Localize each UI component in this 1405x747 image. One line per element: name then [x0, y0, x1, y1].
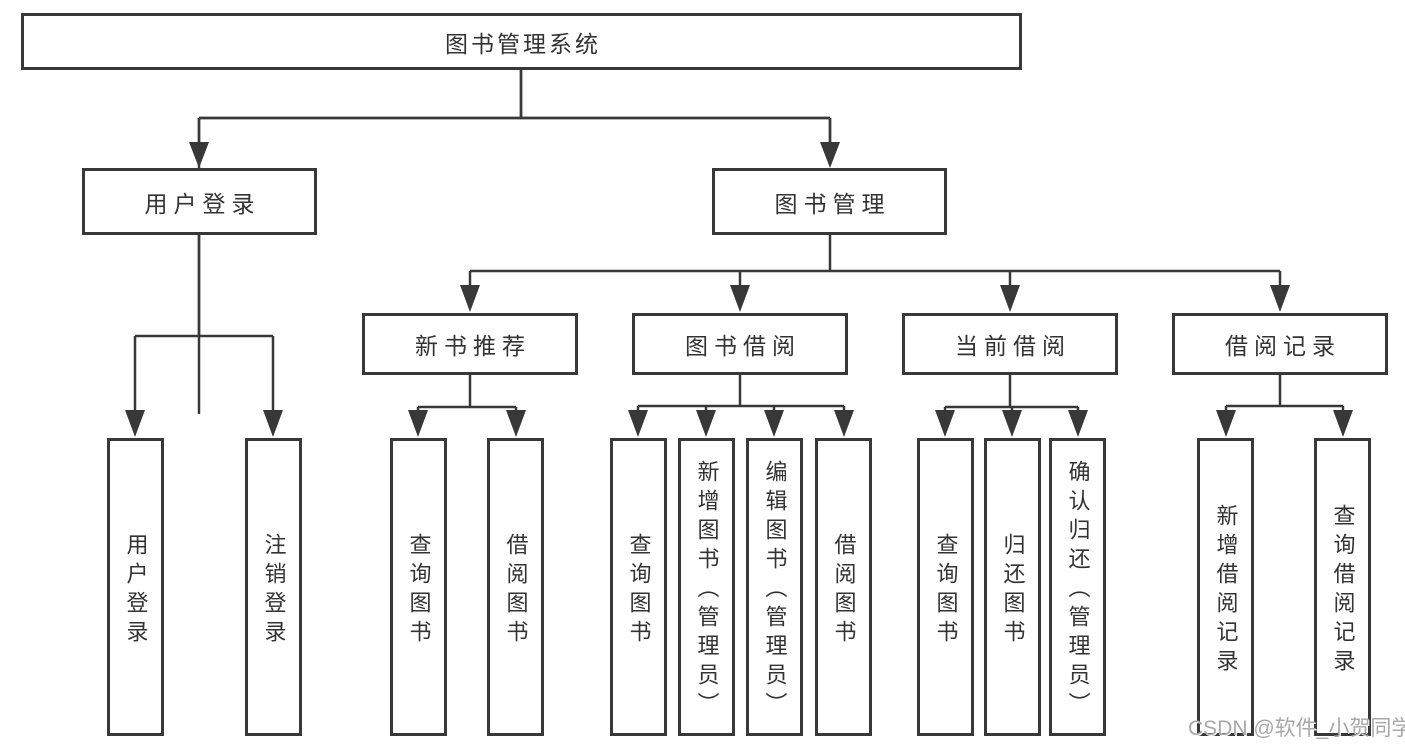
leaf-add-borrow-record: 新增借阅记录	[1197, 438, 1254, 736]
connector-current-borrowing-to-leaves	[935, 375, 1088, 437]
node-label: 图书管理系统	[445, 30, 601, 57]
leaf-logout: 注销登录	[245, 438, 302, 736]
node-new-books: 新书推荐	[362, 313, 578, 375]
leaf-label: 查询借阅记录	[1330, 503, 1356, 678]
connector-book-borrowing-to-leaves	[628, 375, 854, 437]
leaf-query-borrow-record: 查询借阅记录	[1314, 438, 1371, 736]
arrowhead-icon	[1002, 410, 1022, 437]
leaf-query-books-current: 查询图书	[917, 438, 974, 736]
connector-root-to-level2	[189, 70, 840, 414]
leaf-label: 用户登录	[123, 532, 149, 649]
arrowhead-icon	[820, 142, 840, 168]
leaf-label: 借阅图书	[503, 532, 529, 649]
leaf-label: 借阅图书	[831, 532, 857, 649]
arrowhead-icon	[189, 142, 209, 168]
leaf-label: 查询图书	[933, 532, 959, 649]
arrowhead-icon	[263, 410, 283, 437]
leaf-query-books-borrowing: 查询图书	[610, 438, 667, 736]
node-book-management: 图书管理	[712, 168, 947, 235]
leaf-label: 注销登录	[261, 532, 287, 649]
leaf-label: 归还图书	[1000, 532, 1026, 649]
connector-borrowing-records-to-leaves	[1216, 375, 1353, 437]
node-label: 借阅记录	[1225, 333, 1341, 359]
node-user-login: 用户登录	[82, 168, 317, 235]
node-label: 图书管理	[774, 190, 891, 217]
arrowhead-icon	[408, 410, 428, 437]
leaf-label: 查询图书	[406, 532, 432, 649]
arrowhead-icon	[1000, 285, 1020, 312]
arrowhead-icon	[834, 410, 854, 437]
leaf-edit-books-admin: 编辑图书（管理员）	[746, 438, 803, 736]
leaf-label: 新增图书（管理员）	[694, 460, 720, 721]
arrowhead-icon	[696, 410, 716, 437]
arrowhead-icon	[125, 410, 145, 437]
connector-book-management-to-level3	[460, 235, 1290, 312]
node-borrowing-records: 借阅记录	[1172, 313, 1388, 375]
connector-new-books-to-leaves	[408, 375, 526, 437]
arrowhead-icon	[1216, 410, 1236, 437]
node-label: 图书借阅	[685, 333, 801, 359]
leaf-label: 确认归还（管理员）	[1065, 460, 1091, 721]
arrowhead-icon	[628, 410, 648, 437]
leaf-label: 新增借阅记录	[1213, 503, 1239, 678]
node-label: 当前借阅	[955, 333, 1071, 359]
leaf-user-login: 用户登录	[107, 438, 164, 736]
leaf-query-books-newbooks: 查询图书	[390, 438, 447, 736]
node-label: 新书推荐	[415, 333, 531, 359]
leaf-borrow-books-newbooks: 借阅图书	[487, 438, 544, 736]
node-current-borrowing: 当前借阅	[902, 313, 1118, 375]
arrowhead-icon	[506, 410, 526, 437]
leaf-confirm-return-admin: 确认归还（管理员）	[1049, 438, 1106, 736]
arrowhead-icon	[1068, 410, 1088, 437]
watermark-text: CSDN @软件_小贺同学	[1188, 717, 1405, 740]
arrowhead-icon	[460, 285, 480, 312]
arrowhead-icon	[730, 285, 750, 312]
leaf-label: 编辑图书（管理员）	[762, 460, 788, 721]
arrowhead-icon	[935, 410, 955, 437]
leaf-borrow-books-borrowing: 借阅图书	[815, 438, 872, 736]
connector-user-login-to-leaves	[125, 235, 283, 437]
leaf-add-books-admin: 新增图书（管理员）	[678, 438, 735, 736]
arrowhead-icon	[1270, 285, 1290, 312]
arrowhead-icon	[1333, 410, 1353, 437]
leaf-return-books: 归还图书	[984, 438, 1041, 736]
node-label: 用户登录	[144, 190, 261, 217]
arrowhead-icon	[764, 410, 784, 437]
node-book-borrowing: 图书借阅	[632, 313, 848, 375]
node-library-system: 图书管理系统	[21, 13, 1022, 70]
leaf-label: 查询图书	[626, 532, 652, 649]
